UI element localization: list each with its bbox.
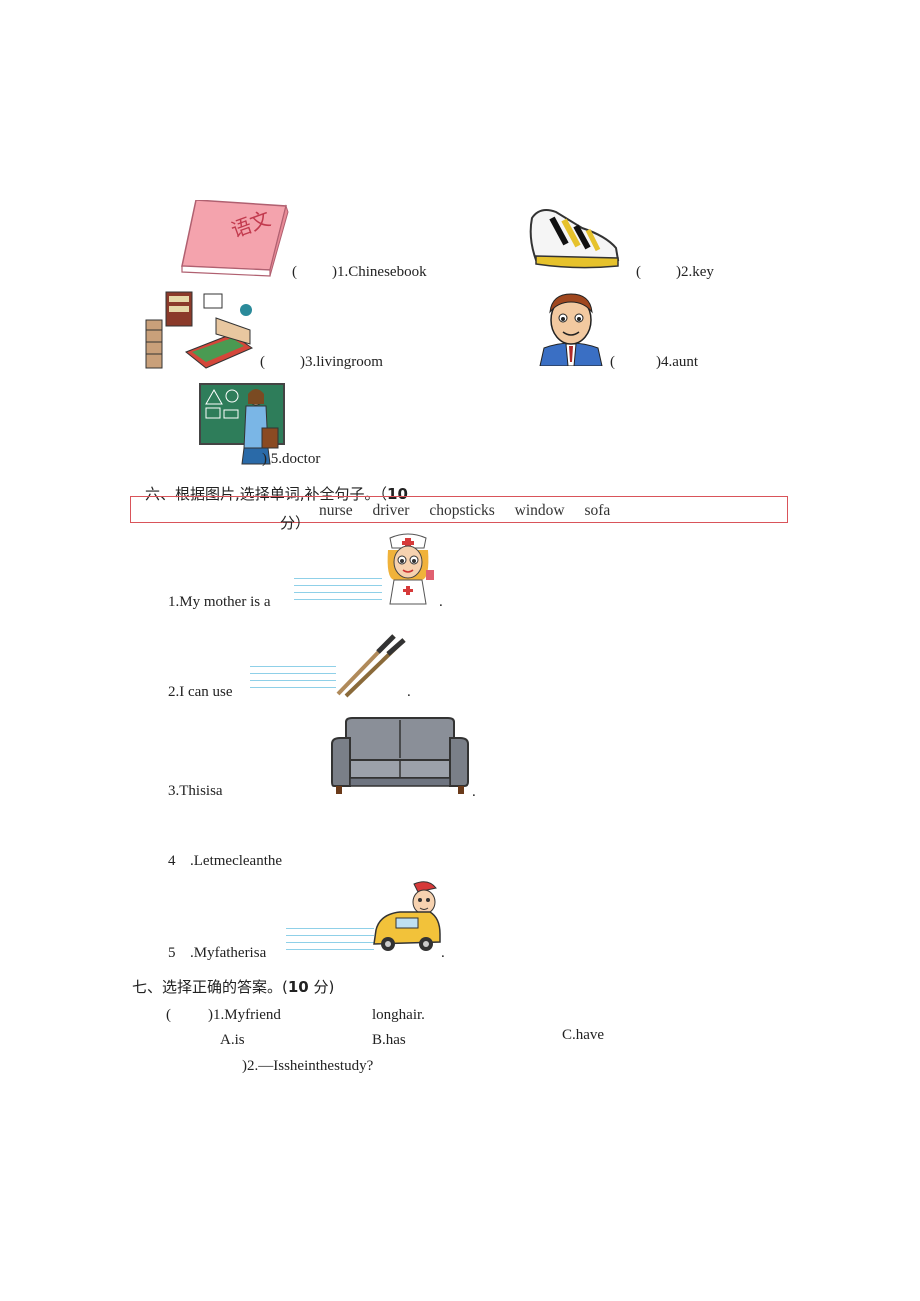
sentence5-period: . <box>441 945 445 961</box>
section7-title: 七、选择正确的答案。( <box>132 978 288 996</box>
nurse-picture <box>380 532 436 610</box>
item1-open-paren: ( <box>292 264 297 280</box>
sofa-picture <box>330 716 470 796</box>
taxi-driver-picture <box>370 878 444 958</box>
word-bank: nurse driver chopsticks window sofa <box>319 502 626 520</box>
sentence5-text: .Myfatherisa <box>190 945 267 961</box>
sentence5-blank[interactable] <box>286 928 374 956</box>
sentence1-blank[interactable] <box>294 578 382 606</box>
sentence4-text: .Letmecleanthe <box>190 853 283 869</box>
sentence3-text: 3.Thisisa <box>168 783 223 799</box>
sentence2-text: 2.I can use <box>168 684 233 700</box>
teacher-blackboard-picture <box>198 382 286 466</box>
q1-option-a[interactable]: A.is <box>220 1032 245 1048</box>
q1-option-b[interactable]: B.has <box>372 1032 406 1048</box>
section6-heading: 六、根据图片,选择单词,补全句子。（10 <box>145 483 408 504</box>
q2-stem: )2.—Issheinthestudy? <box>242 1058 374 1074</box>
word-bank-box: nurse driver chopsticks window sofa <box>130 496 788 523</box>
word-driver: driver <box>372 502 410 519</box>
item5-label: ) 5.doctor <box>262 451 321 467</box>
word-chopsticks: chopsticks <box>429 502 495 519</box>
word-window: window <box>514 502 565 519</box>
word-sofa: sofa <box>584 502 611 519</box>
q1-stem: )1.Myfriend <box>208 1007 281 1023</box>
section6-title: 六、根据图片,选择单词,补全句子。（ <box>145 485 388 503</box>
chinese-book-picture: 语文 <box>178 199 290 278</box>
sentence5-number: 5 <box>168 945 176 961</box>
item3-open-paren: ( <box>260 354 265 370</box>
section6-points-tail: 分） <box>280 514 311 532</box>
item3-label: )3.livingroom <box>300 354 383 370</box>
sentence2-period: . <box>407 684 411 700</box>
sentence1-period: . <box>439 594 443 610</box>
sentence2-blank[interactable] <box>250 666 336 694</box>
word-nurse: nurse <box>319 502 353 519</box>
item2-label: )2.key <box>676 264 714 280</box>
item1-label: )1.Chinesebook <box>332 264 427 280</box>
item2-open-paren: ( <box>636 264 641 280</box>
chopsticks-picture <box>334 628 408 698</box>
living-room-picture <box>142 290 254 370</box>
section7-points: 10 <box>287 978 309 996</box>
q1-open-paren: ( <box>166 1007 171 1023</box>
sentence1-text: 1.My mother is a <box>168 594 271 610</box>
section6-points: 10 <box>387 485 408 503</box>
sentence3-period: . <box>472 784 476 800</box>
item4-open-paren: ( <box>610 354 615 370</box>
section7-heading: 七、选择正确的答案。(10 分) <box>132 976 334 997</box>
man-portrait-picture <box>538 288 604 367</box>
q1-option-c[interactable]: C.have <box>562 1027 605 1043</box>
shoe-picture <box>526 198 622 272</box>
q1-tail: longhair. <box>372 1007 425 1023</box>
sentence4-number: 4 <box>168 853 176 869</box>
section7-points-tail: 分) <box>308 978 335 996</box>
item4-label: )4.aunt <box>656 354 699 370</box>
